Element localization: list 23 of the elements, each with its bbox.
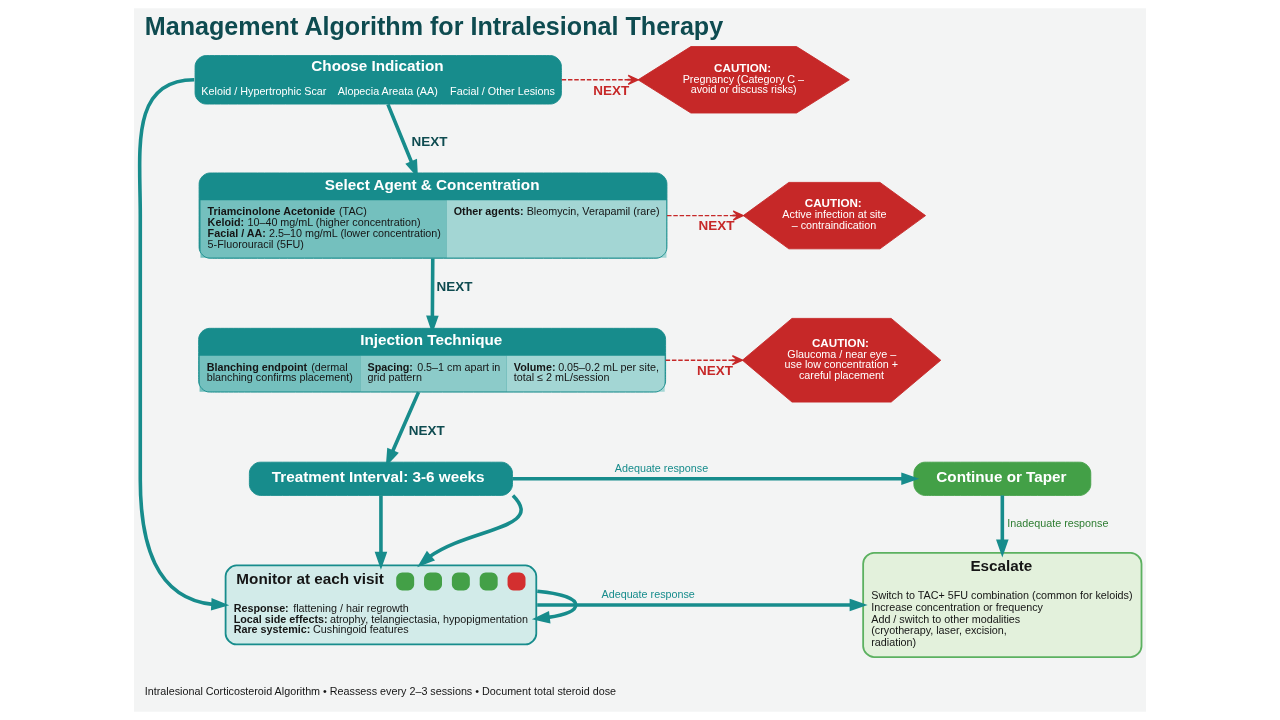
arrow — [666, 210, 744, 221]
arrow — [417, 494, 523, 568]
edge-label: Adequate response — [614, 461, 709, 474]
edge-label: Inadequate response — [1007, 516, 1109, 529]
arrow — [664, 355, 743, 366]
arrow — [996, 495, 1009, 558]
node-box: Treatment Interval: 3-6 weeks — [248, 461, 513, 496]
arrow — [531, 589, 578, 624]
edge-label: NEXT — [593, 82, 630, 98]
edge-label: Adequate response — [601, 587, 695, 600]
edge-label: NEXT — [698, 218, 735, 234]
edge-label: NEXT — [408, 422, 445, 438]
arrow — [137, 78, 230, 611]
arrow — [560, 74, 639, 85]
arrow — [537, 598, 868, 612]
diagram-title: Management Algorithm for Intralesional Therapy — [144, 11, 724, 40]
arrow — [374, 495, 388, 570]
edge-label: NEXT — [696, 363, 733, 379]
edge-label: NEXT — [411, 133, 448, 149]
edge-label: NEXT — [436, 279, 473, 295]
node-box: Continue or Taper — [913, 461, 1092, 496]
arrow — [512, 472, 920, 486]
caption: Intralesional Corticosteroid Algorithm • Reassess every 2–3 sessions • Document total steroid dose — [144, 684, 617, 697]
